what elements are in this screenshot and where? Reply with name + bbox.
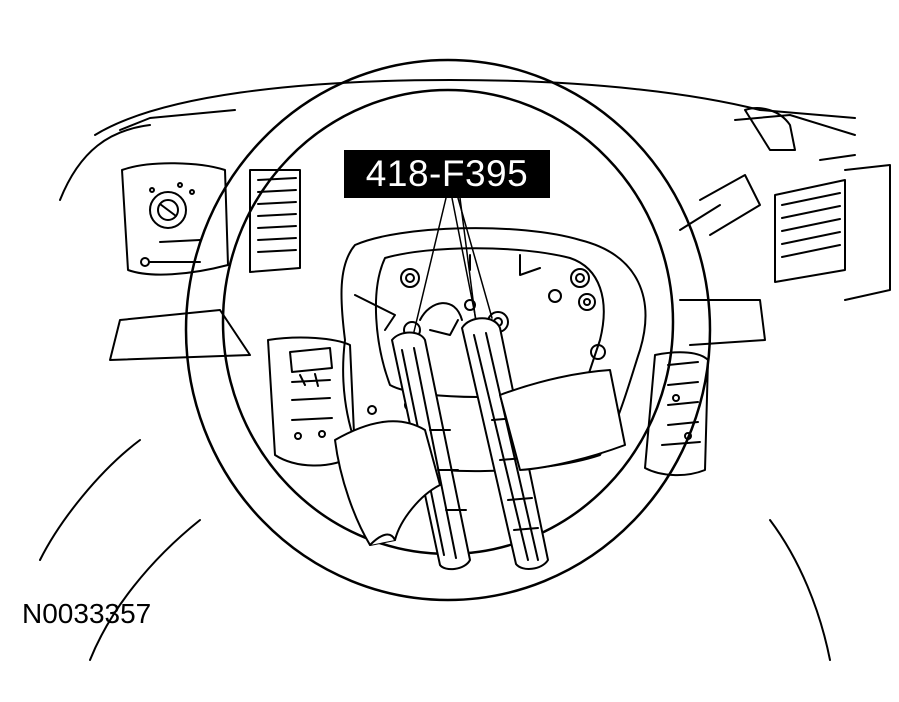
dashboard-outline [59, 79, 856, 201]
figure-identifier: N0033357 [22, 598, 152, 629]
right-air-vent [774, 164, 891, 301]
left-spoke-controls [267, 336, 356, 467]
lower-dash-panels [39, 299, 831, 661]
tool-number-callout: 418-F395 [344, 150, 550, 198]
right-spoke-controls [644, 351, 709, 476]
tool-strap [334, 369, 626, 546]
left-air-vent [249, 169, 301, 273]
left-switch-panel [121, 162, 229, 276]
turn-signal-stalk [679, 107, 796, 236]
